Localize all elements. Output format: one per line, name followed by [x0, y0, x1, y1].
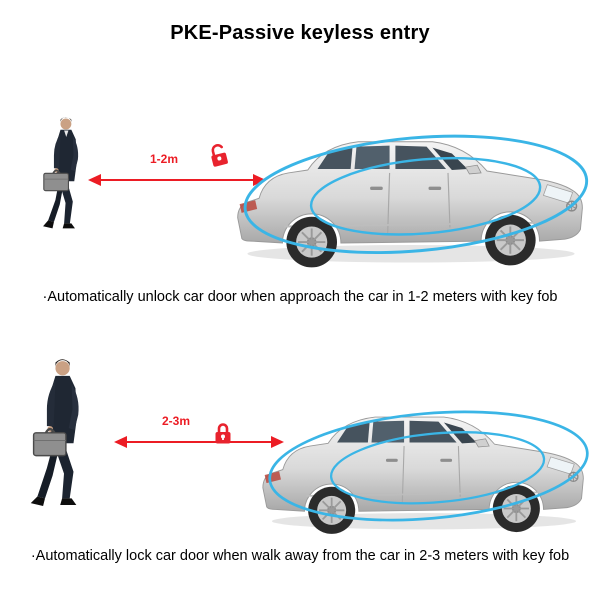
distance-label: 2-3m [161, 414, 190, 428]
unlock-icon [211, 143, 228, 167]
page-title: PKE-Passive keyless entry [170, 22, 430, 44]
man-with-briefcase [30, 359, 79, 506]
unlock-caption: ·Automatically unlock car door when appr… [42, 289, 558, 305]
man-figure [30, 359, 79, 506]
briefcase [43, 169, 69, 192]
lock-caption: ·Automatically lock car door when walk a… [30, 548, 570, 564]
distance-arrow [88, 174, 266, 186]
car-illustration [237, 134, 589, 268]
car-wheels [286, 214, 536, 268]
car-illustration [262, 410, 589, 534]
briefcase [32, 427, 67, 457]
man-figure [43, 117, 79, 229]
distance-label: 1-2m [149, 152, 178, 166]
man-with-briefcase [43, 117, 79, 229]
lock-scene: 2-3m [0, 340, 600, 534]
distance-arrow [114, 436, 284, 448]
signal-rings [243, 134, 589, 255]
signal-rings [268, 410, 589, 522]
unlock-scene: 1-2m [0, 90, 600, 270]
lock-icon [215, 423, 231, 444]
car-wheels [308, 484, 540, 534]
